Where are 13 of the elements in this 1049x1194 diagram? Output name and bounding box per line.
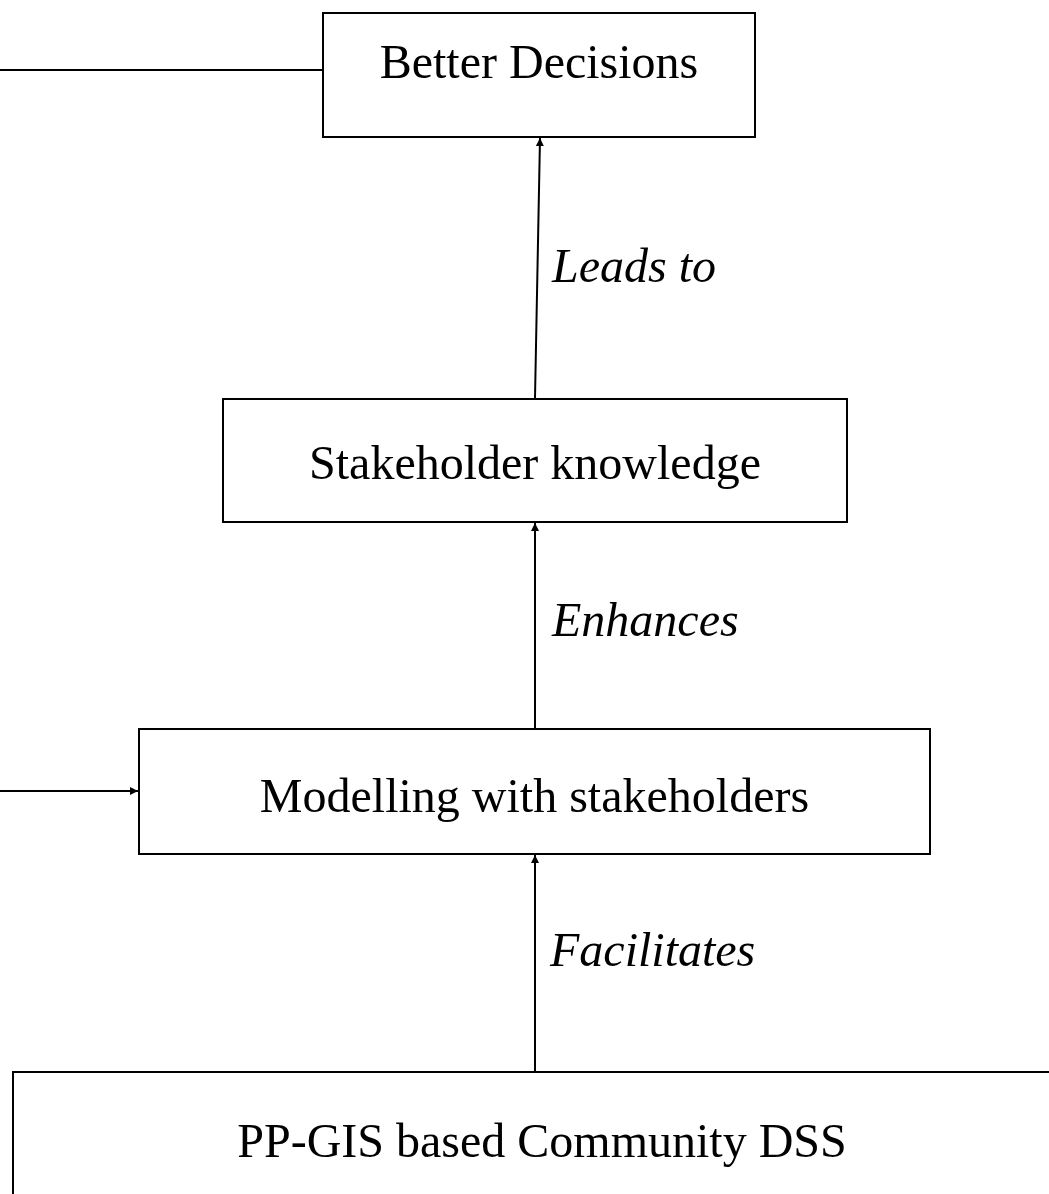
box-text: Better Decisions [379, 34, 699, 90]
process-box [138, 728, 931, 855]
connector-line [0, 69, 323, 71]
arrow [531, 522, 539, 729]
arrow [531, 854, 539, 1072]
arrow [534, 137, 544, 399]
box-text: PP-GIS based Community DSS [237, 1113, 847, 1169]
arrow [0, 787, 139, 795]
process-box [322, 12, 756, 138]
process-box [222, 398, 848, 523]
box-text: Modelling with stakeholders [259, 768, 810, 824]
box-text: Stakeholder knowledge [309, 435, 761, 491]
process-box [12, 1071, 1049, 1194]
